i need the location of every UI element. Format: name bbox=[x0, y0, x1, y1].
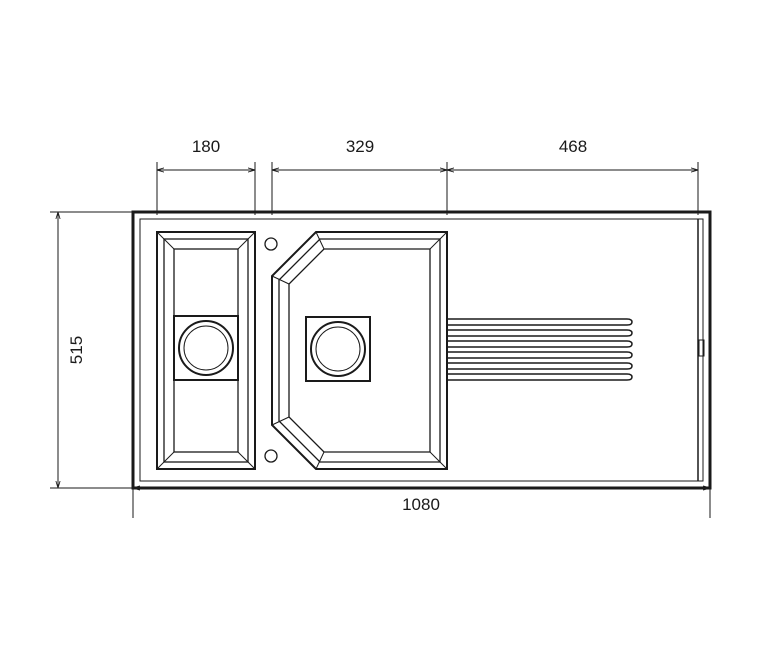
dim-label-1080: 1080 bbox=[402, 495, 440, 514]
drainer-grooves bbox=[447, 318, 633, 381]
large-bowl-drain-icon bbox=[305, 316, 371, 382]
dim-label-515: 515 bbox=[67, 336, 86, 364]
dimension-lines bbox=[50, 162, 711, 518]
dim-label-329: 329 bbox=[346, 137, 374, 156]
dim-label-180: 180 bbox=[192, 137, 220, 156]
sink-outline bbox=[131, 210, 712, 490]
dim-label-468: 468 bbox=[559, 137, 587, 156]
small-bowl bbox=[156, 231, 256, 470]
tap-hole-icons bbox=[264, 237, 278, 463]
large-bowl bbox=[271, 231, 448, 470]
small-bowl-drain-icon bbox=[173, 315, 239, 381]
